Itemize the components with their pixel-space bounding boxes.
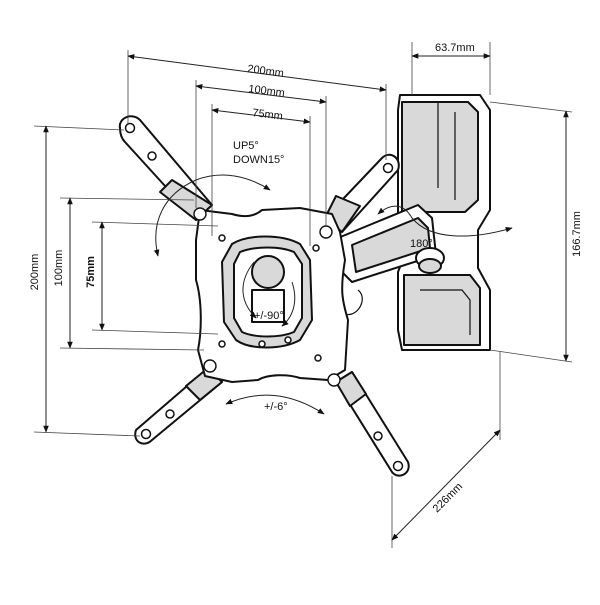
dim-wall-plate-height-label: 166.7mm	[571, 211, 583, 257]
dim-max-vesa-height: 200mm	[29, 125, 141, 437]
rotation-label: +/-90°	[254, 310, 284, 322]
tilt-down-label: DOWN15°	[233, 154, 284, 166]
vesa-arm-lower-left	[134, 367, 223, 445]
dim-vesa-100-width: 100mm	[195, 80, 327, 226]
level-indicator: +/-6°	[225, 394, 325, 415]
dim-vesa-75-width-label: 75mm	[252, 107, 284, 123]
dim-max-vesa-width: 200mm	[127, 50, 387, 160]
dim-max-vesa-height-label: 200mm	[29, 254, 41, 291]
rotation-indicator: +/-90°	[242, 261, 296, 327]
vesa-arm-lower-right	[335, 371, 410, 477]
swivel-label: 180°	[410, 238, 433, 250]
dim-vesa-75-height-label: 75mm	[85, 256, 97, 288]
dim-max-extension: 226mm	[391, 352, 501, 548]
level-label: +/-6°	[264, 401, 288, 413]
dim-wall-plate-height: 166.7mm	[489, 101, 583, 363]
tilt-indicator: UP5° DOWN15°	[153, 140, 284, 257]
vesa-plate	[193, 207, 349, 387]
swivel-indicator: 180°	[377, 205, 513, 250]
dim-max-extension-label: 226mm	[431, 481, 465, 515]
dim-bracket-depth: 63.7mm	[411, 42, 491, 95]
dim-vesa-100-width-label: 100mm	[248, 83, 286, 99]
dim-bracket-depth-label: 63.7mm	[435, 42, 475, 54]
dim-vesa-100-height-label: 100mm	[53, 250, 65, 287]
dim-vesa-100-height: 100mm	[53, 197, 205, 351]
dim-vesa-75-width: 75mm	[211, 104, 311, 246]
dim-max-vesa-width-label: 200mm	[247, 63, 285, 80]
tilt-up-label: UP5°	[233, 140, 259, 152]
